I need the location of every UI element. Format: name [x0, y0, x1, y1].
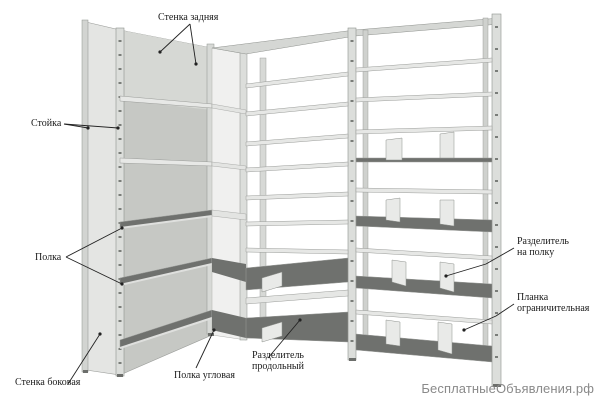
left-unit [81, 19, 215, 377]
label-shelf-divider: Разделитель на полку [517, 236, 569, 258]
label-restraining-bar-line1: Планка [517, 292, 549, 303]
label-corner-shelf: Полка угловая [174, 370, 235, 381]
label-longitudinal-divider-line2: продольный [252, 361, 304, 372]
post-right-back-2 [482, 17, 489, 349]
label-restraining-bar: Планка ограничительная [517, 292, 589, 314]
corner-section [211, 47, 248, 341]
longitudinal-dividers [261, 271, 283, 343]
post-right-1 [347, 27, 357, 361]
post-holes [118, 40, 122, 364]
left-shelves [119, 95, 213, 349]
right-unit [83, 13, 502, 387]
post-right-back [362, 29, 369, 341]
right-shelves [245, 57, 493, 363]
label-back-wall: Стенка задняя [158, 12, 219, 23]
shelf-dividers [385, 131, 455, 355]
label-side-wall: Стенка боковая [15, 377, 81, 388]
post-holes-right [350, 26, 498, 358]
leader-dots [86, 50, 466, 336]
label-shelf-divider-line1: Разделитель [517, 236, 569, 247]
front-post-left [115, 27, 125, 377]
feet [83, 333, 501, 387]
label-shelf-divider-line2: на полку [517, 247, 555, 258]
label-post: Стойка [31, 118, 62, 129]
corner-post [239, 49, 248, 341]
back-wall-highlight [120, 30, 212, 110]
side-wall-panel [85, 21, 121, 376]
label-shelf: Полка [35, 252, 62, 263]
watermark: БесплатныеОбъявления.рф [421, 381, 594, 396]
label-restraining-bar-line2: ограничительная [517, 303, 590, 314]
post-right-2 [491, 13, 502, 387]
leader-lines [63, 23, 515, 385]
rear-post-left [81, 19, 89, 373]
label-longitudinal-divider: Разделитель продольный [252, 350, 304, 372]
label-longitudinal-divider-line1: Разделитель [252, 350, 304, 361]
